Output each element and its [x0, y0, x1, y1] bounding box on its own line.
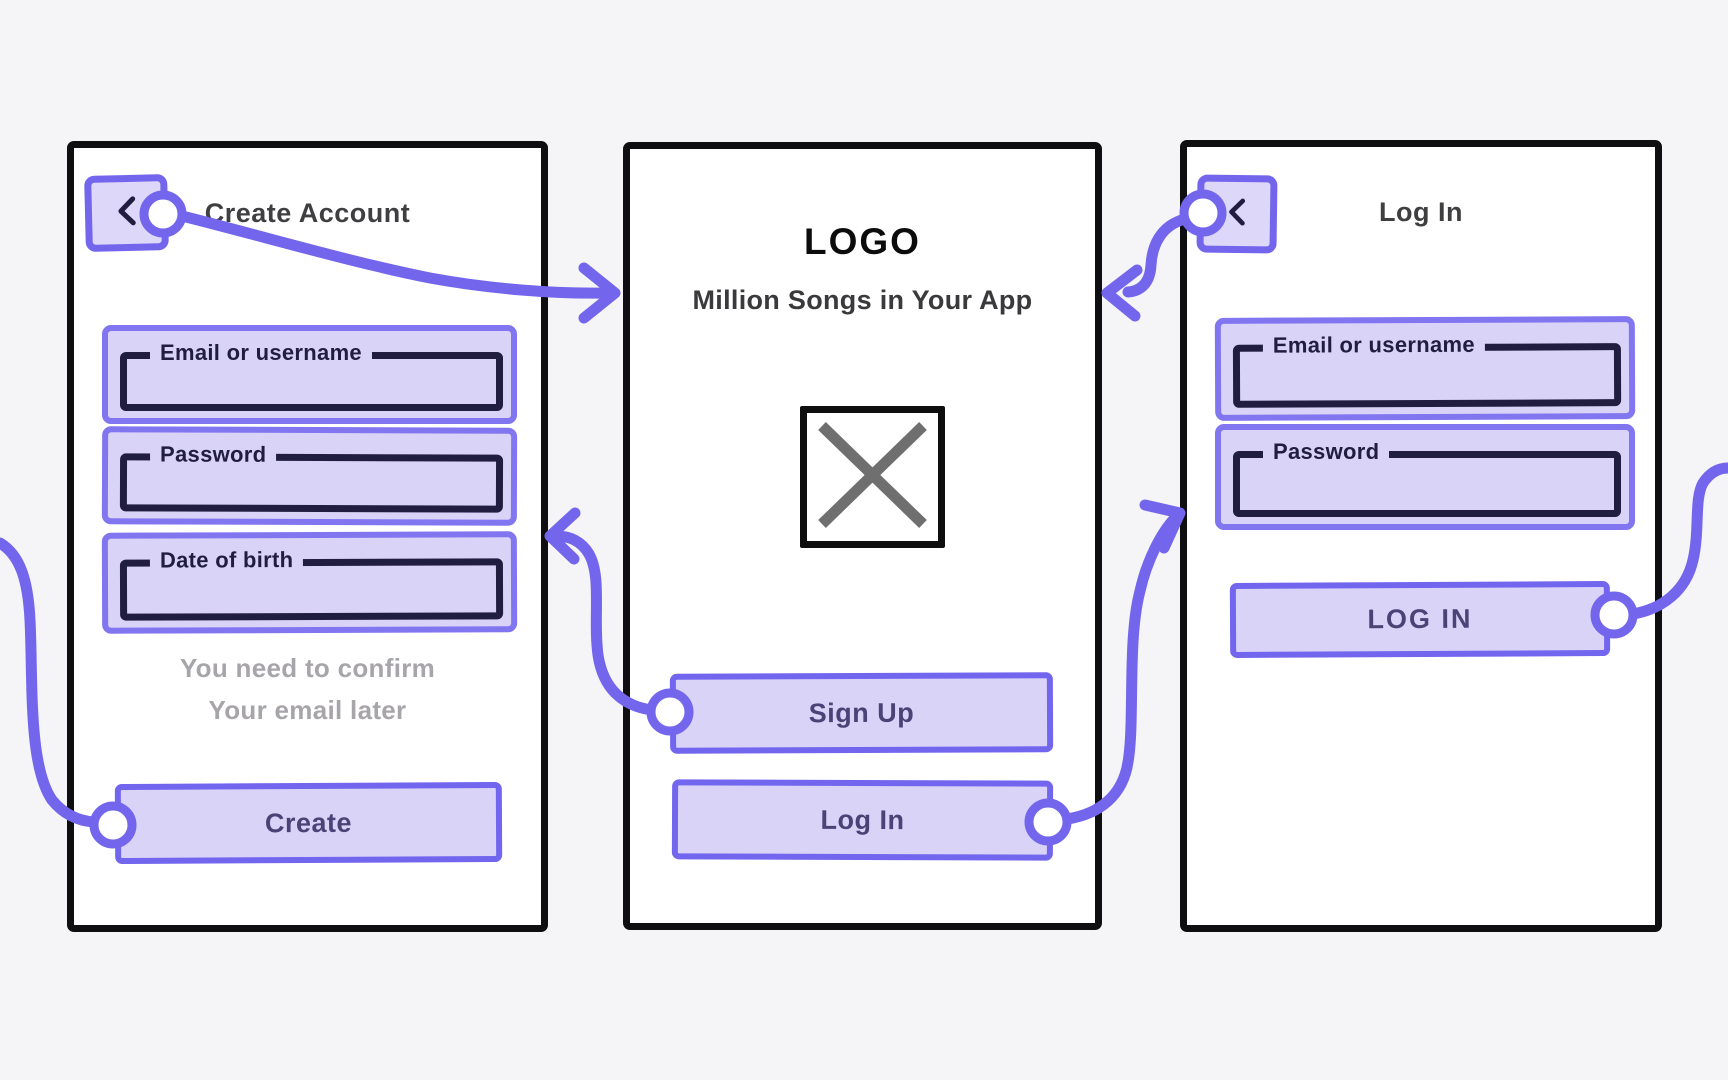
field-label: Date of birth — [149, 547, 304, 574]
create-button[interactable]: Create — [114, 781, 503, 865]
log-in-submit-button[interactable]: LOG IN — [1229, 581, 1611, 658]
create-button-label: Create — [264, 807, 353, 838]
field-label: Email or username — [1262, 331, 1485, 359]
screen-create-account: Create Account Email or username Passwor… — [67, 141, 548, 932]
confirm-note-line: Your email later — [208, 695, 407, 725]
page-title: Create Account — [204, 198, 411, 228]
connector-login-back-to-landing — [1122, 213, 1191, 298]
date-of-birth-field[interactable]: Date of birth — [101, 531, 518, 634]
screen-landing: LOGO Million Songs in Your App Sign Up L… — [623, 142, 1102, 930]
logo-text: LOGO — [804, 221, 921, 262]
field-label: Password — [150, 441, 277, 468]
email-or-username-field[interactable]: Email or username — [1214, 316, 1636, 421]
chevron-left-icon — [1224, 194, 1251, 233]
password-field[interactable]: Password — [1215, 424, 1635, 530]
image-placeholder — [800, 406, 945, 548]
field-label: Password — [1263, 439, 1390, 465]
arrowhead-into-login — [1139, 499, 1186, 554]
log-in-button[interactable]: Log In — [671, 779, 1054, 861]
sign-up-button-label: Sign Up — [808, 697, 915, 728]
field-label: Email or username — [150, 340, 372, 366]
back-button[interactable] — [84, 173, 169, 253]
field-input-outline — [1233, 451, 1621, 517]
confirm-note-line: You need to confirm — [179, 653, 436, 683]
password-field[interactable]: Password — [101, 426, 518, 526]
back-button[interactable] — [1196, 174, 1278, 254]
arrowhead-into-landing — [578, 262, 621, 324]
log-in-button-label: Log In — [820, 804, 905, 835]
arrowhead-into-landing-right — [1101, 264, 1143, 322]
tagline: Million Songs in Your App — [692, 285, 1033, 315]
sign-up-button[interactable]: Sign Up — [669, 672, 1054, 754]
image-x-icon — [814, 418, 931, 537]
chevron-left-icon — [112, 192, 141, 234]
email-or-username-field[interactable]: Email or username — [102, 325, 517, 424]
log-in-submit-label: LOG IN — [1367, 603, 1473, 635]
arrowhead-into-create — [544, 507, 581, 565]
page-title: Log In — [1379, 197, 1463, 227]
screen-log-in: Log In Email or username Password LOG IN — [1180, 140, 1662, 932]
